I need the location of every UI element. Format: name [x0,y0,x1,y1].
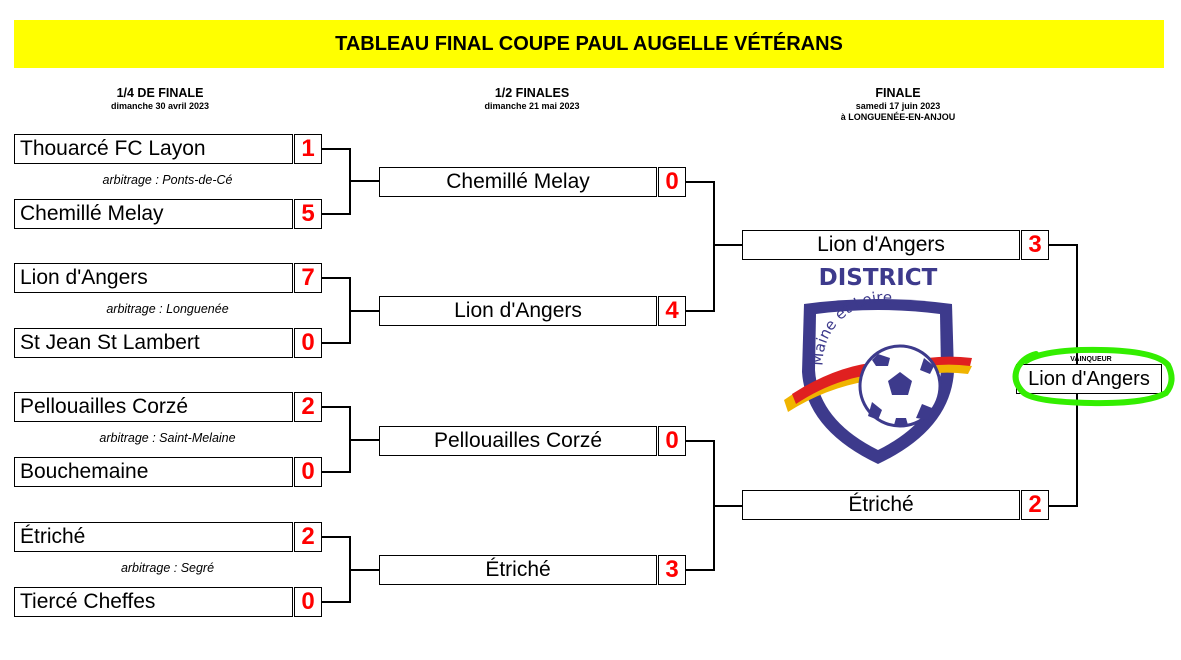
bracket-connector [1049,244,1077,246]
page-title: TABLEAU FINAL COUPE PAUL AUGELLE VÉTÉRAN… [14,20,1164,68]
bracket-connector [349,310,379,312]
qf4-home-score: 2 [294,522,322,552]
round-title: 1/2 FINALES [494,86,570,100]
round-title: FINALE [875,86,921,100]
final-team-1: Lion d'Angers [742,230,1020,260]
qf2-referee: arbitrage : Longuenée [106,302,229,316]
round-header-final: FINALE samedi 17 juin 2023 à LONGUENÉE-E… [798,86,998,122]
qf3-away-score: 0 [294,457,322,487]
bracket-connector [686,569,714,571]
qf1-home-score: 1 [294,134,322,164]
round-date: dimanche 21 mai 2023 [484,101,580,111]
sf2-team: Lion d'Angers [379,296,657,326]
qf2-home-score: 7 [294,263,322,293]
bracket-connector [322,148,350,150]
logo-top-text: DISTRICT [819,265,938,291]
round-venue: à LONGUENÉE-EN-ANJOU [840,112,956,122]
bracket-connector [713,181,715,312]
qf3-away-team: Bouchemaine [14,457,293,487]
bracket-connector [349,180,379,182]
qf2-away-score: 0 [294,328,322,358]
qf4-home-team: Étriché [14,522,293,552]
sf3-team: Pellouailles Corzé [379,426,657,456]
qf4-away-team: Tiercé Cheffes [14,587,293,617]
round-title: 1/4 DE FINALE [116,86,204,100]
district-logo: DISTRICT Maine et Loire [778,262,978,472]
sf1-score: 0 [658,167,686,197]
winner-highlight-circle [1012,346,1175,407]
bracket-connector [686,440,714,442]
qf4-away-score: 0 [294,587,322,617]
bracket-connector [686,310,714,312]
bracket-connector [322,406,350,408]
qf1-referee: arbitrage : Ponts-de-Cé [102,173,233,187]
round-date: samedi 17 juin 2023 [855,101,941,111]
bracket-connector [713,505,742,507]
bracket-connector [322,601,350,603]
sf4-score: 3 [658,555,686,585]
bracket-connector [322,277,350,279]
bracket-connector [1049,505,1077,507]
qf4-referee: arbitrage : Segré [120,561,215,575]
round-date: dimanche 30 avril 2023 [110,101,210,111]
winner-team: Lion d'Angers [1016,364,1162,394]
qf2-away-team: St Jean St Lambert [14,328,293,358]
round-header-semifinals: 1/2 FINALES dimanche 21 mai 2023 [432,86,632,111]
sf3-score: 0 [658,426,686,456]
qf3-home-score: 2 [294,392,322,422]
qf3-referee: arbitrage : Saint-Melaine [99,431,236,445]
winner-label: VAINQUEUR [1070,356,1112,363]
bracket-connector [322,536,350,538]
final-team-2: Étriché [742,490,1020,520]
winner-panel: VAINQUEUR Lion d'Angers [1012,346,1175,407]
final-score-2: 2 [1021,490,1049,520]
final-score-1: 3 [1021,230,1049,260]
qf1-away-score: 5 [294,199,322,229]
bracket-connector [322,213,350,215]
round-header-quarterfinals: 1/4 DE FINALE dimanche 30 avril 2023 [60,86,260,111]
bracket-connector [713,244,742,246]
qf1-away-team: Chemillé Melay [14,199,293,229]
sf4-team: Étriché [379,555,657,585]
bracket-connector [322,471,350,473]
qf2-home-team: Lion d'Angers [14,263,293,293]
bracket-connector [349,439,379,441]
bracket-connector [322,342,350,344]
qf1-home-team: Thouarcé FC Layon [14,134,293,164]
district-logo-graphic: DISTRICT Maine et Loire [784,265,972,464]
qf3-home-team: Pellouailles Corzé [14,392,293,422]
sf1-team: Chemillé Melay [379,167,657,197]
sf2-score: 4 [658,296,686,326]
bracket-connector [349,569,379,571]
bracket-connector [686,181,714,183]
